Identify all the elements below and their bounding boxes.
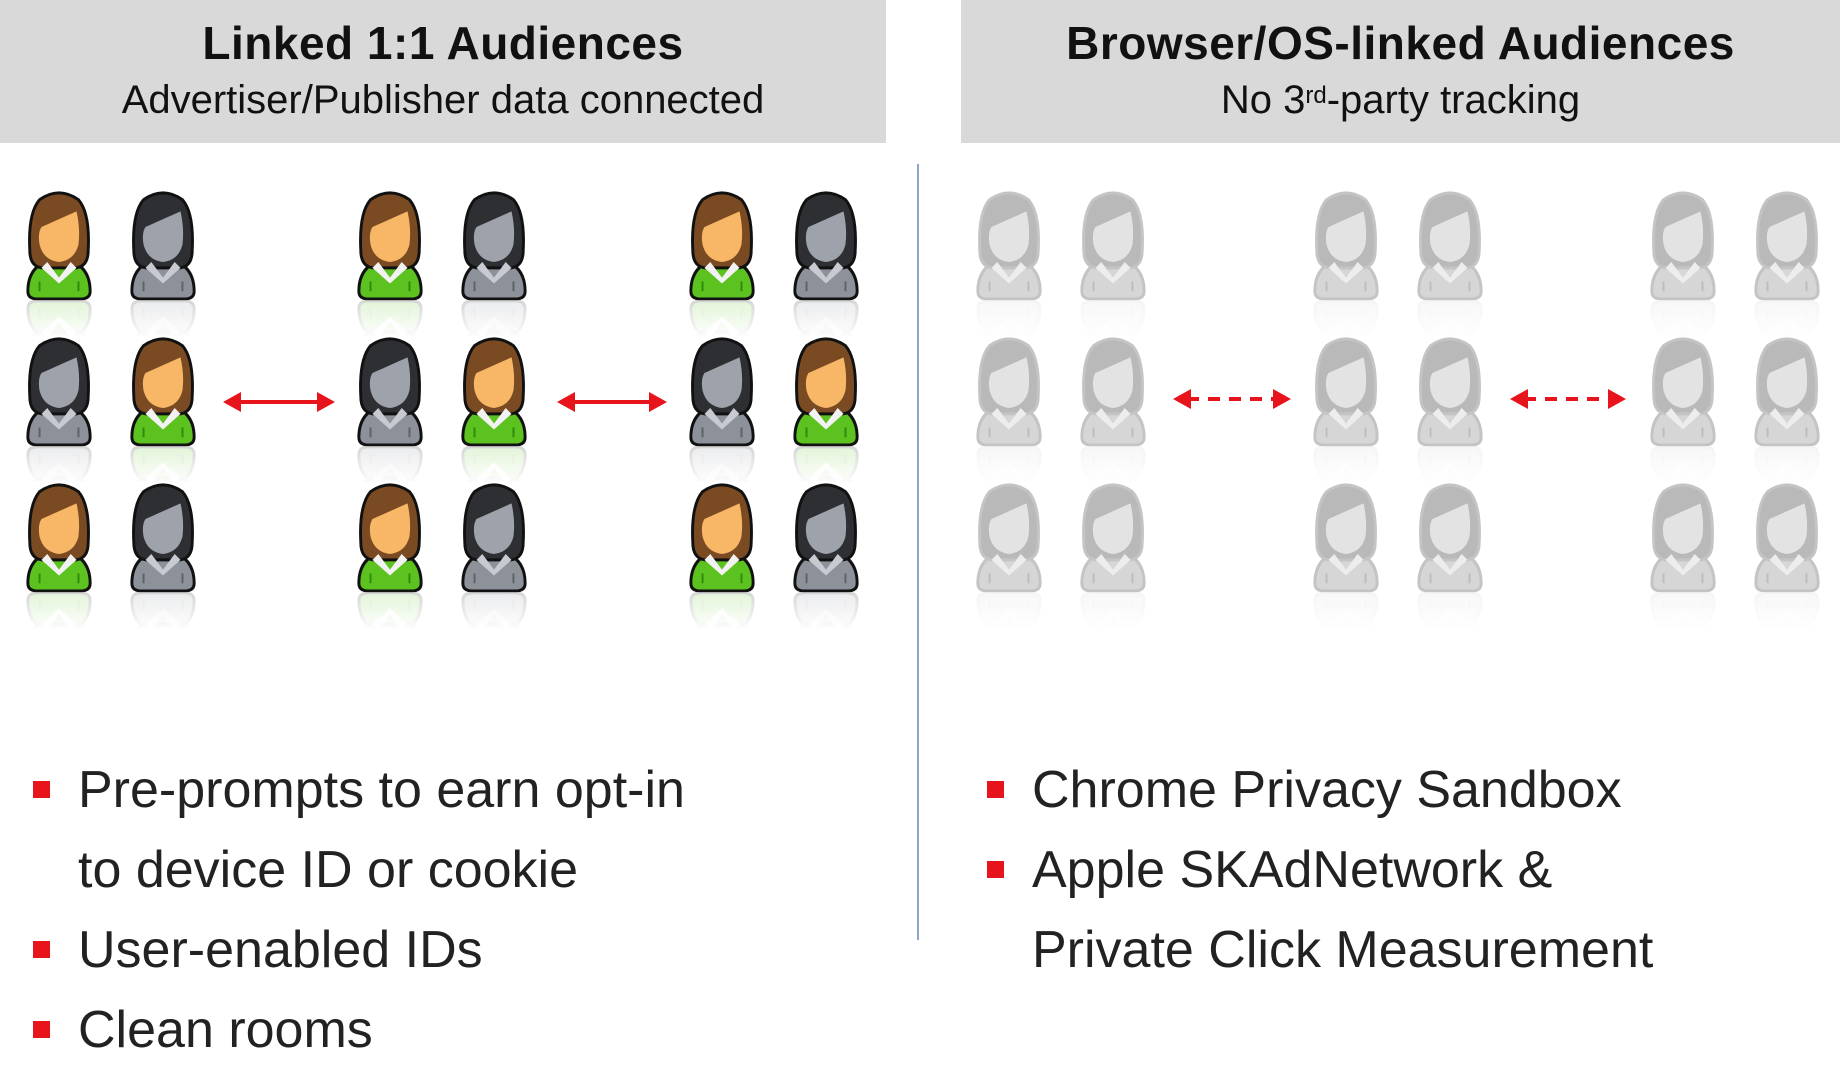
ghost-person-icon	[1299, 190, 1393, 409]
identified-person-icon	[12, 190, 106, 409]
dashed-double-arrow-icon	[1510, 387, 1626, 416]
bullet-text: Pre-prompts to earn opt-in	[78, 761, 685, 819]
ghost-person-icon	[1403, 190, 1497, 409]
identified-person-icon	[343, 482, 437, 701]
anonymous-person-icon	[116, 482, 210, 701]
ghost-person-icon	[1403, 482, 1497, 701]
left-bullet-list: Pre-prompts to earn opt-in to device ID o…	[33, 750, 893, 1070]
ghost-person-icon	[1403, 336, 1497, 555]
bullet-item: Clean rooms	[33, 990, 893, 1070]
ghost-person-icon	[1299, 336, 1393, 555]
dashed-double-arrow-icon	[1173, 387, 1291, 416]
bullet-item: Chrome Privacy Sandbox	[987, 750, 1837, 830]
bullet-square-icon	[33, 1021, 50, 1038]
identified-person-icon	[675, 482, 769, 701]
bullet-text: User-enabled IDs	[78, 921, 483, 979]
anonymous-person-icon	[779, 190, 873, 409]
anonymous-person-icon	[447, 482, 541, 701]
ghost-person-icon	[1740, 482, 1834, 701]
panel-divider	[917, 164, 919, 940]
identified-person-icon	[779, 336, 873, 555]
bullet-item: Pre-prompts to earn opt-in to device ID o…	[33, 750, 893, 910]
identified-person-icon	[12, 482, 106, 701]
anonymous-person-icon	[675, 336, 769, 555]
anonymous-person-icon	[12, 336, 106, 555]
right-header: Browser/OS-linked Audiences No 3rd-party…	[961, 0, 1840, 143]
right-subtitle: No 3rd-party tracking	[961, 80, 1840, 120]
bullet-text-cont: to device ID or cookie	[78, 841, 579, 899]
ghost-person-icon	[1740, 190, 1834, 409]
bullet-text: Chrome Privacy Sandbox	[1032, 761, 1622, 819]
bullet-text: Apple SKAdNetwork &	[1032, 841, 1553, 899]
bullet-square-icon	[987, 781, 1004, 798]
identified-person-icon	[343, 190, 437, 409]
left-title: Linked 1:1 Audiences	[202, 17, 684, 69]
left-header: Linked 1:1 Audiences Advertiser/Publishe…	[0, 0, 886, 143]
ghost-person-icon	[1636, 190, 1730, 409]
ghost-person-icon	[1636, 336, 1730, 555]
ghost-person-icon	[962, 336, 1056, 555]
bullet-text: Clean rooms	[78, 1001, 373, 1059]
subtitle-suffix: -party tracking	[1326, 78, 1581, 122]
bullet-square-icon	[33, 941, 50, 958]
left-subtitle: Advertiser/Publisher data connected	[121, 78, 765, 122]
ghost-person-icon	[1740, 336, 1834, 555]
right-title: Browser/OS-linked Audiences	[1066, 17, 1735, 69]
bullet-text-cont: Private Click Measurement	[1032, 921, 1654, 979]
double-arrow-icon	[557, 390, 667, 419]
ghost-person-icon	[1299, 482, 1393, 701]
identified-person-icon	[447, 336, 541, 555]
bullet-square-icon	[987, 861, 1004, 878]
right-bullet-list: Chrome Privacy Sandbox Apple SKAdNetwork…	[987, 750, 1837, 990]
subtitle-prefix: No 3	[1220, 78, 1306, 122]
anonymous-person-icon	[116, 190, 210, 409]
ghost-person-icon	[1066, 190, 1160, 409]
double-arrow-icon	[223, 390, 335, 419]
ghost-person-icon	[1066, 482, 1160, 701]
bullet-square-icon	[33, 781, 50, 798]
anonymous-person-icon	[779, 482, 873, 701]
anonymous-person-icon	[447, 190, 541, 409]
bullet-item: Apple SKAdNetwork & Private Click Measure…	[987, 830, 1837, 990]
ghost-person-icon	[1066, 336, 1160, 555]
bullet-item: User-enabled IDs	[33, 910, 893, 990]
ghost-person-icon	[1636, 482, 1730, 701]
subtitle-sup: rd	[1305, 82, 1327, 109]
anonymous-person-icon	[343, 336, 437, 555]
ghost-person-icon	[962, 482, 1056, 701]
identified-person-icon	[675, 190, 769, 409]
identified-person-icon	[116, 336, 210, 555]
ghost-person-icon	[962, 190, 1056, 409]
